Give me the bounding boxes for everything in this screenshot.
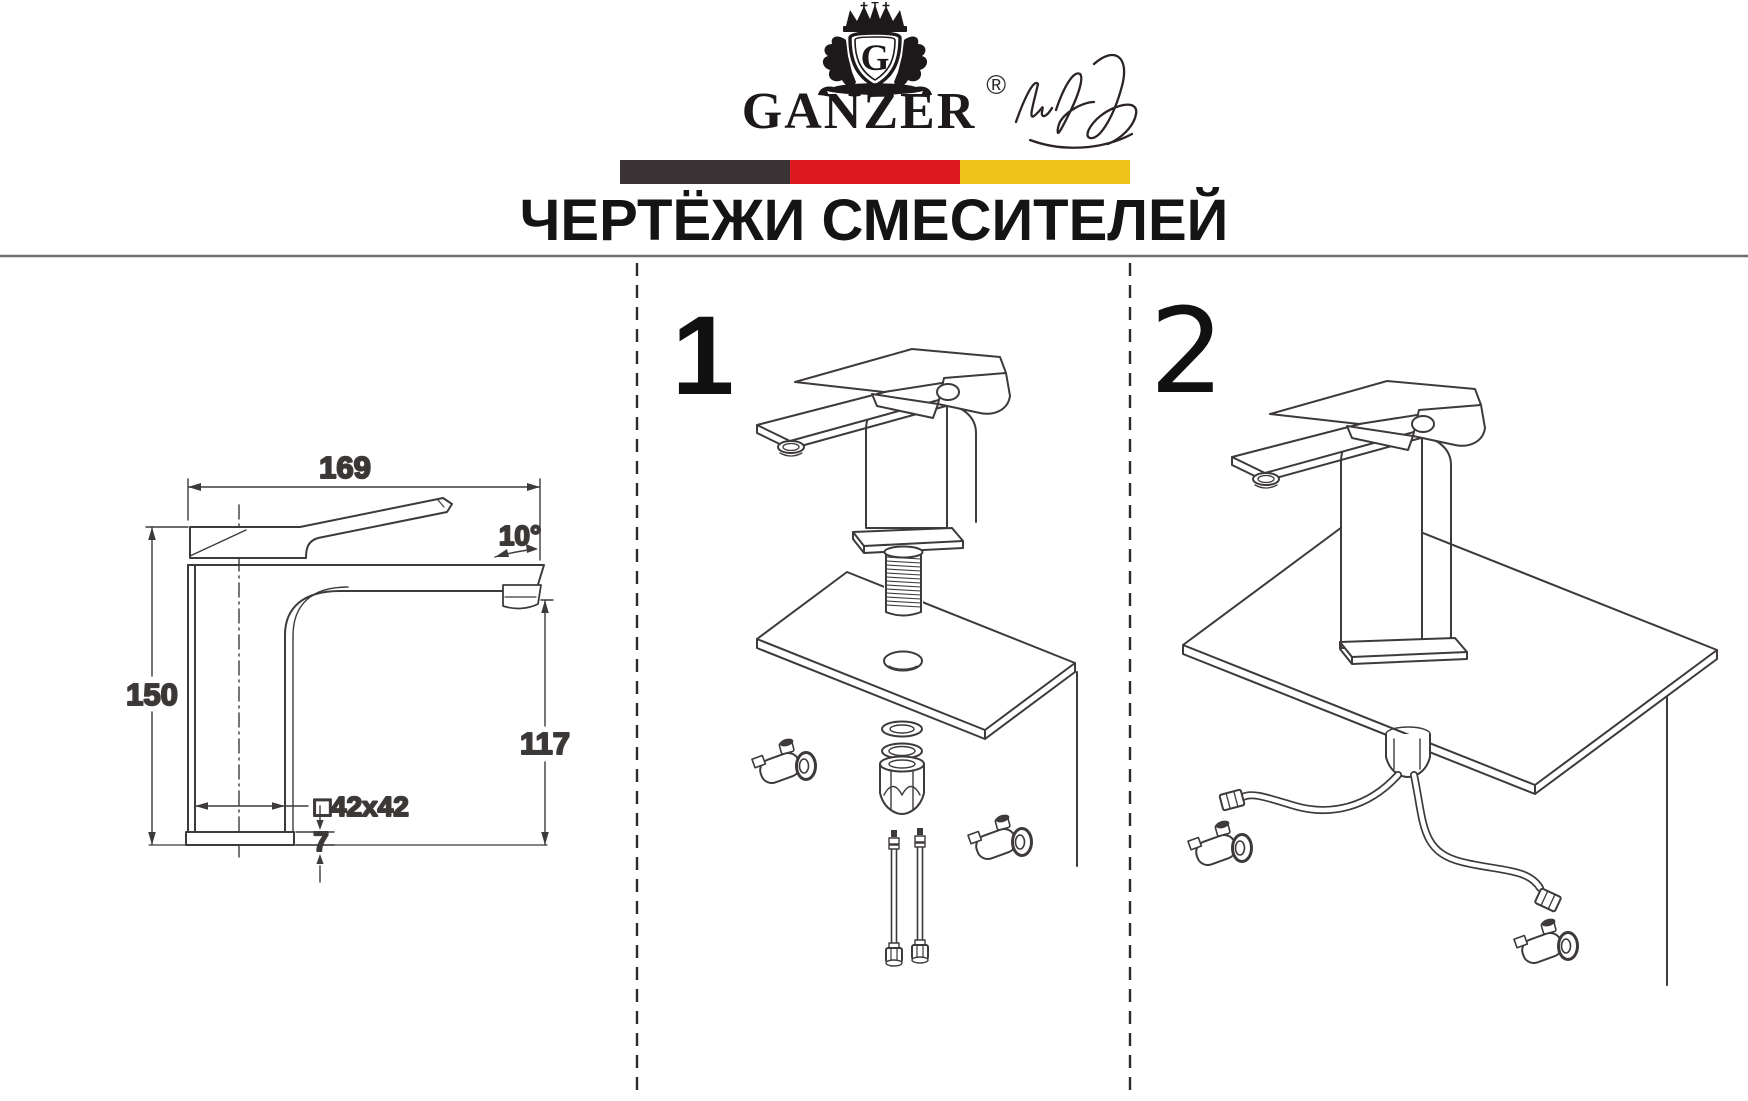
ribbon-icon	[818, 83, 932, 96]
faucet-column	[1340, 424, 1423, 649]
faucet-body-inner-curve	[292, 586, 349, 833]
angle-valve-icon	[1512, 915, 1579, 968]
angle-valve-icon	[1186, 817, 1253, 870]
washers	[881, 720, 923, 760]
dimension-labels: 169 10° 150 117 □42x42 7	[125, 449, 571, 858]
supply-hoses	[885, 828, 929, 967]
supply-hose	[885, 830, 903, 967]
dim-base-thickness: 7	[313, 826, 329, 857]
flag-yellow-segment	[960, 160, 1130, 184]
line-art: 169 10° 150 117 □42x42 7	[125, 348, 1718, 986]
crown-icon	[843, 2, 907, 32]
exploded-view	[750, 348, 1078, 967]
escutcheon	[852, 527, 964, 547]
flag-dark-segment	[620, 160, 790, 184]
shield-icon	[848, 31, 902, 88]
dim-spout-height: 117	[520, 726, 570, 761]
brand-row: GANZER ®	[0, 72, 1748, 140]
dim-body-section: □42x42	[314, 791, 409, 822]
lion-supporters-icon	[822, 36, 928, 87]
hose-nut-icon	[1218, 788, 1246, 812]
shield-letter: G	[861, 38, 890, 79]
mounting-nut	[1385, 726, 1431, 778]
connection-hoses	[1239, 771, 1544, 892]
dimension-arrowheads	[148, 483, 549, 864]
panel-label-installed: 2	[1149, 282, 1225, 420]
handle-lever	[189, 497, 453, 559]
brand-name: GANZER	[741, 83, 977, 140]
registered-trademark: ®	[986, 70, 1007, 100]
faucet-spout-underside	[284, 590, 504, 833]
dim-total-length: 169	[319, 450, 371, 485]
aerator-icon	[1252, 472, 1280, 486]
faucet-handle	[794, 348, 1007, 393]
mounting-hole	[883, 650, 923, 672]
brand-flag-bar	[620, 160, 1130, 184]
installed-view	[1182, 380, 1718, 986]
panel-label-exploded: 1	[671, 293, 735, 418]
dim-spout-angle: 10°	[499, 520, 541, 551]
signature-icon	[1014, 53, 1138, 149]
faucet-body-left-edges	[187, 564, 196, 833]
mounting-nut	[879, 755, 925, 815]
angle-valve-icon	[750, 735, 817, 788]
base-plate	[185, 831, 295, 846]
shield-inner-border	[854, 36, 896, 81]
flag-red-segment	[790, 160, 960, 184]
angle-valve-icon	[966, 811, 1033, 864]
dim-total-height: 150	[126, 677, 178, 712]
faucet-handle	[1269, 380, 1482, 425]
spec-drawing: 169 10° 150 117 □42x42 7	[125, 449, 571, 883]
hose-nut-icon	[1533, 887, 1563, 913]
threaded-shank	[883, 545, 924, 617]
brand-crest-logo: G	[818, 2, 932, 96]
dimension-lines	[145, 478, 554, 883]
supply-hose	[911, 828, 929, 964]
sheet-title: ЧЕРТЁЖИ СМЕСИТЕЛЕЙ	[519, 188, 1229, 253]
aerator-icon	[777, 440, 805, 454]
faucet-spout-top	[187, 564, 545, 592]
